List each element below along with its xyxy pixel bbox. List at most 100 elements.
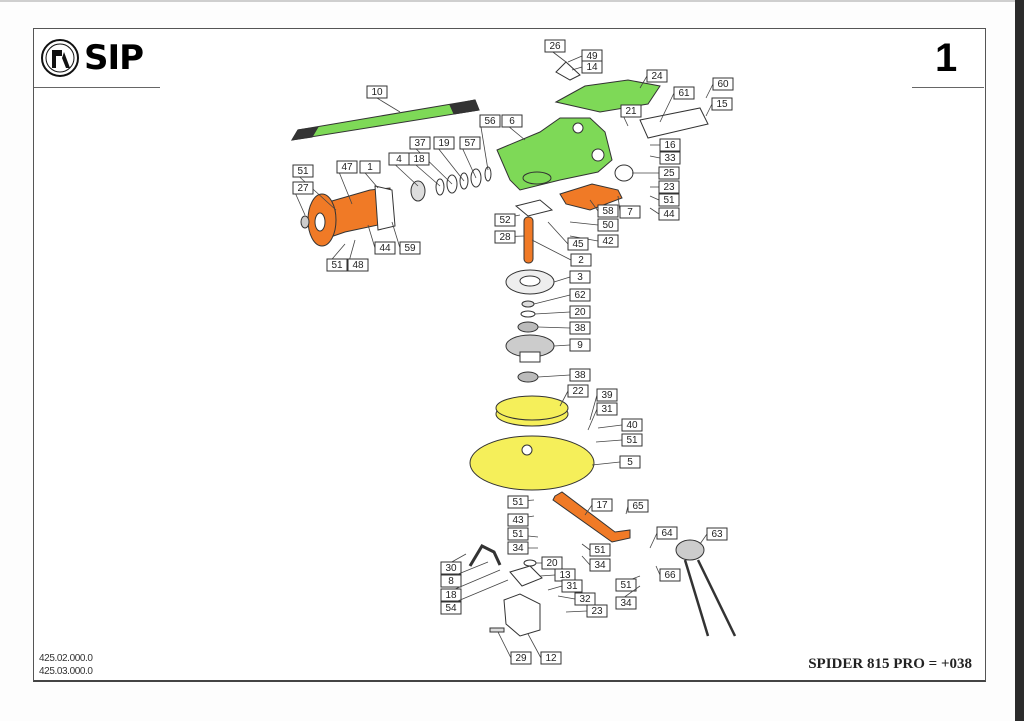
callout-box — [596, 402, 618, 416]
leader-line — [497, 631, 512, 659]
part-number-label: 19 — [438, 138, 450, 149]
part-callout: 48 — [347, 239, 369, 272]
part-callout: 51 — [507, 527, 539, 541]
part-callout: 42 — [569, 234, 619, 248]
part-number-label: 18 — [445, 590, 457, 601]
part-callout: 52 — [494, 213, 521, 227]
leader-line — [367, 224, 376, 249]
part-callout: 18 — [440, 569, 501, 602]
window-top-edge — [0, 0, 1015, 2]
part-callout: 51 — [326, 243, 348, 272]
hub-stem — [519, 351, 541, 363]
callout-box — [621, 433, 643, 447]
callout-box — [440, 561, 462, 575]
part-callout: 31 — [547, 579, 583, 593]
callout-box — [658, 207, 680, 221]
callout-box — [615, 578, 637, 592]
lever-part — [468, 544, 502, 567]
washer-part — [521, 300, 535, 308]
part-number-label: 34 — [512, 543, 524, 554]
part-number-label: 26 — [549, 41, 561, 52]
callout-box — [658, 193, 680, 207]
seal-part — [459, 172, 469, 190]
callout-box — [591, 498, 613, 512]
callout-box — [507, 495, 529, 509]
callout-box — [597, 234, 619, 248]
part-code: 425.02.000.0 — [39, 653, 93, 664]
callout-box — [440, 574, 462, 588]
divider — [34, 87, 160, 88]
part-number-label: 20 — [574, 307, 586, 318]
part-number-label: 1 — [367, 162, 373, 173]
bearing-inner — [519, 275, 541, 287]
part-number-label: 32 — [579, 594, 591, 605]
part-number-label: 40 — [626, 420, 638, 431]
leader-line — [534, 311, 571, 315]
part-callout: 25 — [632, 166, 680, 180]
callout-box — [374, 241, 396, 255]
callout-box — [347, 258, 369, 272]
seal-part — [484, 166, 492, 182]
callout-box — [570, 253, 592, 267]
part-number-label: 31 — [601, 404, 613, 415]
callout-box — [567, 384, 589, 398]
part-callout: 13 — [539, 568, 576, 582]
part-callout: 39 — [589, 388, 618, 421]
part-callout: 38 — [537, 368, 591, 382]
logo-text: SIP — [84, 38, 144, 78]
part-callout: 34 — [615, 585, 641, 610]
part-callout: 17 — [584, 498, 613, 516]
callout-box — [366, 85, 388, 99]
document-page — [33, 28, 986, 682]
part-callout: 66 — [655, 565, 681, 582]
seal-part — [410, 180, 426, 202]
part-callout: 23 — [650, 180, 680, 194]
part-callout: 57 — [459, 136, 481, 179]
part-number-label: 56 — [484, 116, 496, 127]
callout-box — [569, 338, 591, 352]
part-number-label: 64 — [661, 528, 673, 539]
arm-part — [523, 216, 534, 264]
block-part — [509, 565, 543, 587]
callout-box — [494, 230, 516, 244]
part-number-label: 38 — [574, 370, 586, 381]
part-callout: 30 — [440, 553, 467, 575]
leader-line — [659, 92, 675, 123]
part-number-label: 54 — [445, 603, 457, 614]
callout-box — [501, 114, 523, 128]
leader-line — [597, 424, 623, 429]
callout-box — [597, 218, 619, 232]
washer-part — [523, 559, 537, 567]
part-callout: 58 — [589, 199, 619, 218]
gearbox-part — [496, 117, 613, 191]
part-number-label: 8 — [448, 576, 454, 587]
leader-line — [537, 326, 571, 329]
leader-line — [557, 595, 576, 600]
part-callout: 21 — [620, 104, 642, 127]
leader-line — [539, 574, 556, 577]
rotor-center — [521, 444, 533, 456]
sip-emblem-icon — [41, 39, 79, 77]
part-number-label: 17 — [596, 500, 608, 511]
housing-bore — [314, 212, 326, 232]
leader-line — [705, 83, 714, 99]
leader-line — [699, 533, 708, 545]
part-callout: 47 — [336, 160, 358, 205]
part-callout: 51 — [595, 433, 643, 447]
scrollbar[interactable] — [1015, 0, 1024, 721]
part-number-label: 51 — [297, 166, 309, 177]
part-callout: 61 — [659, 86, 695, 123]
part-number-label: 23 — [591, 606, 603, 617]
part-number-label: 38 — [574, 323, 586, 334]
callout-box — [292, 164, 314, 178]
callout-box — [544, 39, 566, 53]
callout-box — [597, 204, 619, 218]
part-number-label: 3 — [577, 272, 583, 283]
part-callout: 5 — [591, 455, 641, 469]
part-callout: 34 — [581, 555, 611, 572]
leader-line — [655, 565, 661, 576]
part-callout: 12 — [527, 633, 562, 665]
part-callout: 45 — [547, 221, 589, 251]
callout-box — [712, 77, 734, 91]
